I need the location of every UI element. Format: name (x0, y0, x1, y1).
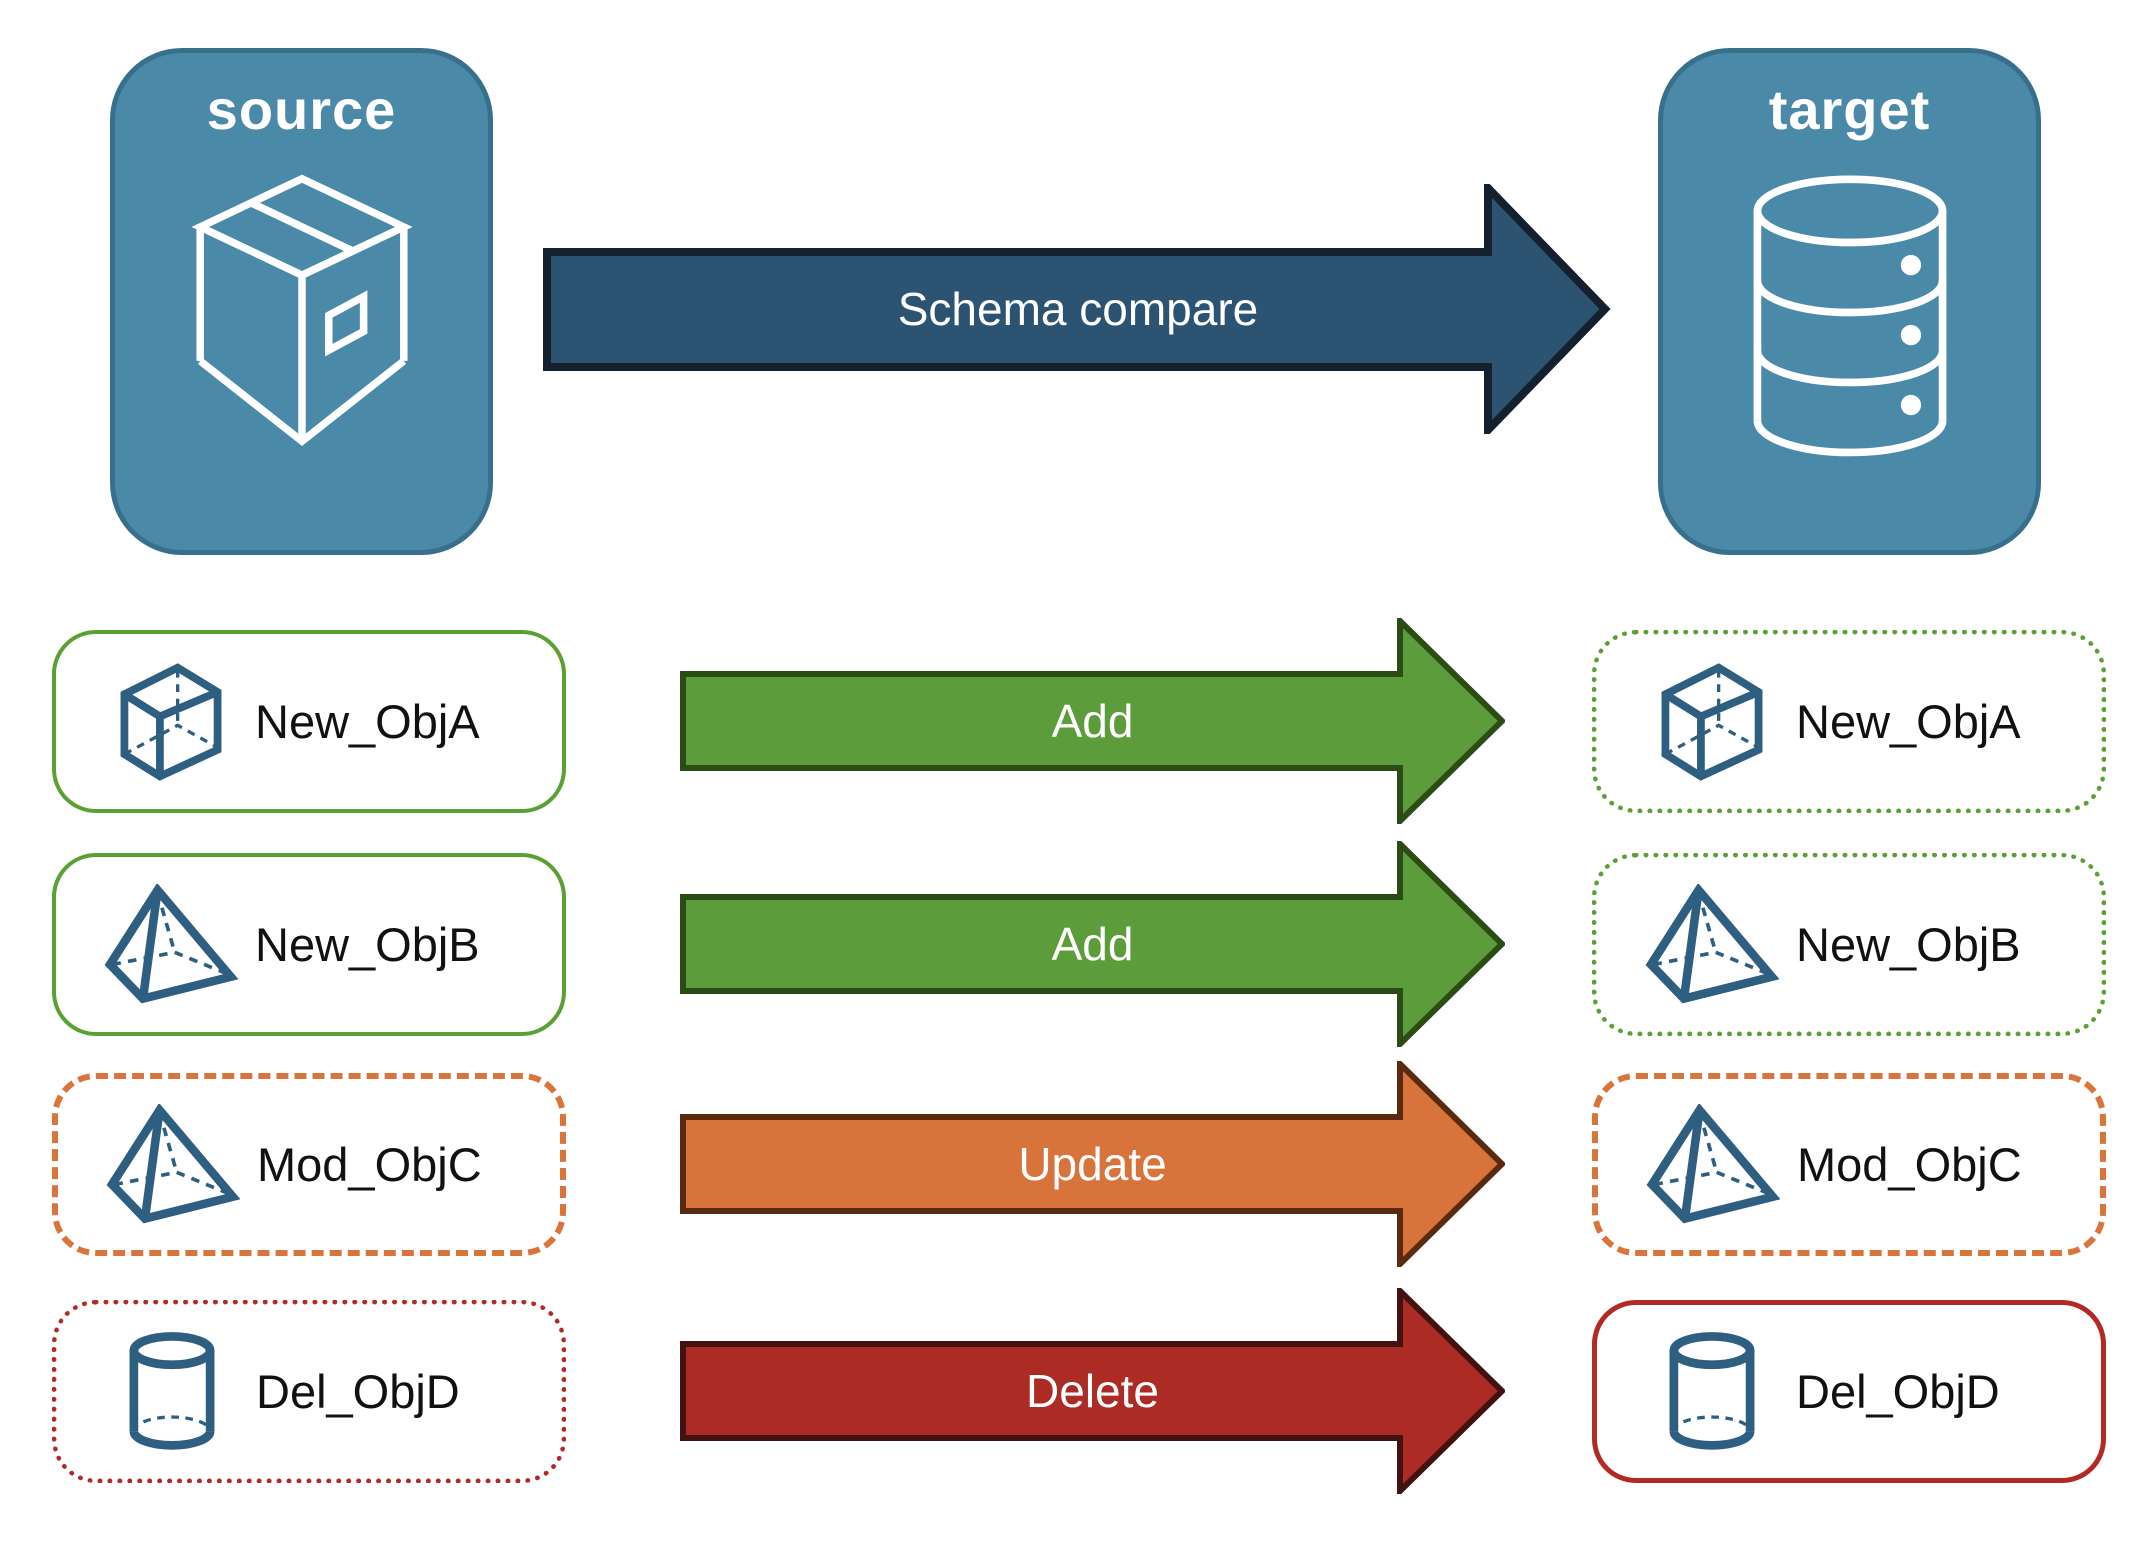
pyramid-icon (101, 884, 241, 1006)
target-object-box-mod-objc: Mod_ObjC (1592, 1073, 2106, 1256)
object-label: New_ObjA (1796, 695, 2021, 748)
add-arrow-shape (680, 618, 1505, 824)
cylinder-icon (1642, 1331, 1782, 1453)
schema-compare-arrow: Schema compare (543, 184, 1613, 434)
delete-arrow-shape (680, 1288, 1505, 1494)
update-arrow-label: Update (1018, 1138, 1167, 1190)
database-icon (1737, 168, 1963, 466)
source-node: source (110, 48, 493, 555)
object-label: Del_ObjD (1796, 1365, 2000, 1418)
update-arrow-row3: Update (680, 1061, 1505, 1267)
cube-icon (1642, 661, 1782, 783)
add-arrow-row1: Add (680, 618, 1505, 824)
pyramid-icon (1642, 884, 1782, 1006)
object-label: Mod_ObjC (257, 1138, 482, 1191)
add-arrow-shape (680, 841, 1505, 1047)
target-node: target (1658, 48, 2041, 555)
target-object-box-del-objd: Del_ObjD (1592, 1300, 2106, 1483)
add-arrow-label: Add (1051, 695, 1134, 747)
target-title: target (1768, 78, 1931, 141)
target-object-box-new-objb: New_ObjB (1592, 853, 2106, 1036)
pyramid-icon (103, 1104, 243, 1226)
schema-arrow-shape (543, 184, 1611, 434)
object-label: Mod_ObjC (1797, 1138, 2022, 1191)
cylinder-icon (102, 1331, 242, 1453)
object-label: New_ObjB (255, 918, 480, 971)
add-arrow-label: Add (1051, 918, 1134, 970)
delete-arrow-row4: Delete (680, 1288, 1505, 1494)
object-label: New_ObjB (1796, 918, 2021, 971)
target-object-box-new-obja: New_ObjA (1592, 630, 2106, 813)
update-arrow-shape (680, 1061, 1505, 1267)
source-object-box-new-obja: New_ObjA (52, 630, 566, 813)
schema-compare-label: Schema compare (897, 283, 1259, 335)
pyramid-icon (1643, 1104, 1783, 1226)
package-icon (168, 168, 436, 452)
source-object-box-del-objd: Del_ObjD (52, 1300, 566, 1483)
cube-icon (101, 661, 241, 783)
source-object-box-new-objb: New_ObjB (52, 853, 566, 1036)
object-label: New_ObjA (255, 695, 480, 748)
delete-arrow-label: Delete (1026, 1365, 1159, 1417)
add-arrow-row2: Add (680, 841, 1505, 1047)
object-label: Del_ObjD (256, 1365, 460, 1418)
source-title: source (206, 78, 397, 141)
source-object-box-mod-objc: Mod_ObjC (52, 1073, 566, 1256)
